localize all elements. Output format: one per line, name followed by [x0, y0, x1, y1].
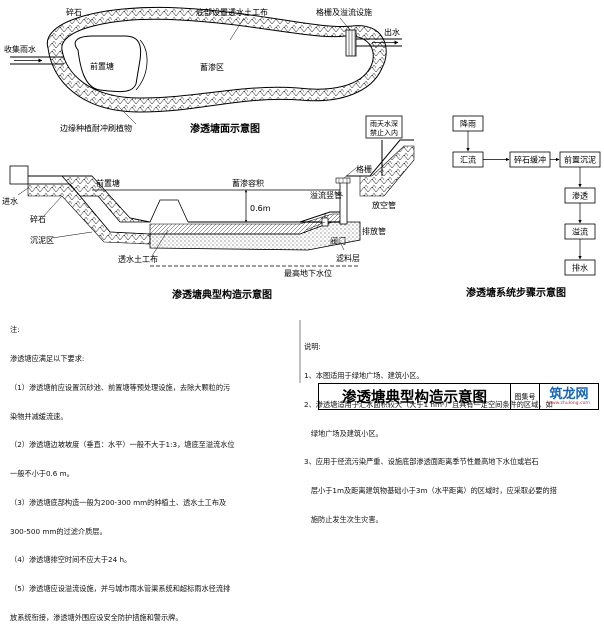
plan-label-outflow: 出水	[384, 27, 400, 37]
notes-left-line: （5）渗透塘应设溢流设施，并与城市雨水管渠系统和超标雨水径流排	[10, 584, 231, 594]
flow-step-collect: 汇流	[460, 155, 476, 165]
section-label-overflow-riser: 溢流竖管	[310, 190, 342, 200]
section-label-sediment: 沉泥区	[30, 236, 54, 245]
plan-label-gravel: 碎石	[66, 7, 82, 17]
flow-step-infiltrate: 渗透	[572, 191, 588, 201]
flow-title: 渗透塘系统步骤示意图	[466, 286, 566, 299]
plan-forebay-divider	[135, 39, 148, 91]
section-valve	[321, 213, 329, 227]
notes-right-heading: 说明:	[304, 342, 321, 352]
section-label-grille: 格栅	[356, 164, 372, 174]
notes-right-line: 绿地广场及建筑小区。	[304, 428, 383, 438]
logo-url: www.zhulong.com	[548, 400, 590, 406]
title-block-title: 渗透塘典型构造示意图	[319, 384, 511, 409]
plan-label-grille: 格栅及溢流设施	[316, 7, 372, 17]
section-gravel-slope-left	[61, 175, 151, 223]
section-label-inlet: 进水	[2, 196, 18, 206]
notes-right: 说明: 1、本图适用于绿地广场、建筑小区。 2、渗透塘适用于汇水面积较大（大于1…	[304, 323, 557, 534]
notes-left-line: （3）渗透塘底部构造一般为200-300 mm的种植土、透水土工布及	[10, 497, 227, 507]
flow-step-discharge: 排水	[572, 263, 588, 273]
notes-left-line: 一般不小于0.6 m。	[10, 469, 74, 479]
flow-step-rain: 降雨	[460, 119, 476, 129]
plan-inflow-pipe	[10, 56, 64, 65]
section-gravel-slope-right	[359, 145, 415, 197]
plan-label-perm-cloth: 底部设置透水土工布	[196, 7, 268, 17]
section-label-gravel: 碎石	[30, 214, 46, 224]
flow-chart: 降雨 汇流 碎石缓冲 前置沉泥 渗透 溢流 排水 渗透塘系统步骤示意图	[452, 115, 601, 299]
plan-view: 碎石 底部设置透水土工布 格栅及溢流设施 收集雨水 出水 前置塘 蓄渗区 边缘种…	[4, 6, 402, 135]
flow-box-discharge	[564, 259, 596, 276]
section-pond-bottom	[188, 211, 346, 223]
notes-right-line: 3、应用于径流污染严重、设施底部渗透面距离季节性最高地下水位或岩石	[304, 457, 539, 467]
section-inlet-box	[9, 165, 29, 185]
section-label-storage-vol: 蓄渗容积	[232, 178, 264, 188]
plan-label-edge-plants: 边缘种植耐冲刷植物	[60, 123, 132, 133]
plan-grille	[345, 29, 357, 57]
section-label-depth: 0.6m	[250, 204, 271, 213]
flow-step-forebay: 前置沉泥	[564, 155, 596, 165]
notes-left-line: 300-500 mm的过滤介质层。	[10, 526, 107, 536]
notes-right-line: 2、渗透塘适用于汇水面积较大（大于1 hm²）且具有一定空间条件的区域，如	[304, 399, 553, 409]
notes-left-line: （1）渗透塘前应设置沉砂池、前置塘等预处理设施，去除大颗粒的污	[10, 382, 231, 392]
diagram-canvas: 碎石 底部设置透水土工布 格栅及溢流设施 收集雨水 出水 前置塘 蓄渗区 边缘种…	[2, 6, 601, 383]
sign-line-2: 禁止入内	[370, 128, 398, 137]
plan-label-forebay: 前置塘	[90, 61, 114, 71]
section-label-forebay: 前置塘	[96, 178, 120, 188]
title-block: 渗透塘典型构造示意图 图集号 筑龙网 www.zhulong.com	[318, 383, 599, 410]
section-label-drain: 排放管	[362, 226, 386, 236]
flow-step-overflow: 溢流	[572, 227, 588, 237]
section-label-perm-cloth: 透水土工布	[118, 254, 158, 264]
notes-right-line: 层小于1m及距离建筑物基础小于3m（水平距离）的区域时，应采取必要的措	[304, 486, 557, 496]
drawing-sheet: 碎石 底部设置透水土工布 格栅及溢流设施 收集雨水 出水 前置塘 蓄渗区 边缘种…	[2, 6, 601, 622]
plan-inner-pond	[61, 18, 374, 99]
section-title: 渗透塘典型构造示意图	[172, 288, 272, 301]
section-label-valve: 阀门	[330, 236, 346, 246]
section-grille	[335, 177, 351, 184]
plan-label-storage: 蓄渗区	[200, 62, 224, 72]
plan-label-inflow: 收集雨水	[4, 44, 36, 54]
section-warning-sign: 雨天水深 禁止入内	[365, 115, 403, 176]
section-label-groundwater: 最高地下水位	[284, 268, 332, 278]
logo-text: 筑龙网	[549, 386, 589, 402]
notes-right-line: 1、本图适用于绿地广场、建筑小区。	[304, 370, 424, 380]
logo: 筑龙网 www.zhulong.com	[540, 384, 598, 409]
plan-forebay-outline	[74, 35, 142, 93]
drawing-number-label: 图集号	[511, 384, 540, 409]
notes-left-line: （2）渗透塘边坡坡度（垂直：水平）一般不大于1:3，塘底至溢流水位	[10, 440, 235, 450]
notes-right-line: 施防止发生次生灾害。	[304, 514, 383, 524]
notes-left-line: 渗透塘应满足以下要求:	[10, 353, 85, 363]
notes-left-heading: 注:	[10, 325, 20, 335]
plan-title: 渗透塘面示意图	[190, 122, 260, 135]
section-berm	[129, 199, 189, 223]
flow-step-gravel: 碎石缓冲	[514, 155, 546, 165]
notes-left-line: 放系统衔接，渗透塘外围应设安全防护措施和警示牌。	[10, 613, 183, 622]
notes-left: 注: 渗透塘应满足以下要求: （1）渗透塘前应设置沉砂池、前置塘等预处理设施，去…	[10, 306, 235, 632]
section-overflow-riser	[339, 181, 348, 225]
section-label-overflow-pipe: 放空管	[372, 200, 396, 210]
sign-line-1: 雨天水深	[370, 119, 398, 128]
section-label-filter: 滤料层	[336, 253, 360, 263]
notes-left-line: （4）渗透塘排空时间不应大于24 h。	[10, 555, 132, 565]
section-view: 雨天水深 禁止入内 进水 碎石 沉泥区 前置塘 蓄渗容积 0.6m 透水土工布 …	[2, 115, 415, 301]
plan-outflow-pipe	[356, 38, 402, 47]
